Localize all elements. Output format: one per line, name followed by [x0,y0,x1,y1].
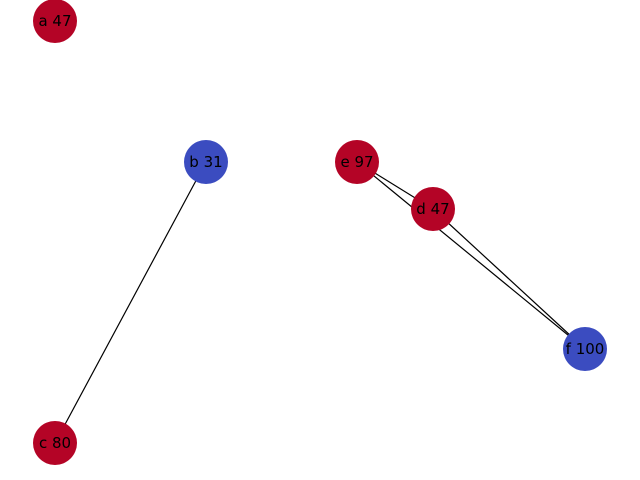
node-label-e: e 97 [340,153,373,171]
edge-b-c [54,161,207,444]
node-label-f: f 100 [566,340,605,358]
node-circle-a [33,0,77,43]
node-label-c: c 80 [39,434,71,452]
edge-layer [54,161,586,444]
node-label-a: a 47 [38,12,71,30]
edge-e-f [356,161,586,350]
node-circle-d [411,187,455,231]
node-a: a 47 [33,0,77,43]
node-label-d: d 47 [416,200,449,218]
node-c: c 80 [33,421,77,465]
node-layer: a 47 b 31 c 80 d 47 e 97 f 100 [33,0,607,465]
node-circle-f [563,327,607,371]
edge-d-f [432,208,586,350]
node-d: d 47 [411,187,455,231]
node-label-b: b 31 [189,153,222,171]
node-e: e 97 [335,140,379,184]
node-f: f 100 [563,327,607,371]
node-circle-b [184,140,228,184]
node-b: b 31 [184,140,228,184]
node-circle-c [33,421,77,465]
node-circle-e [335,140,379,184]
